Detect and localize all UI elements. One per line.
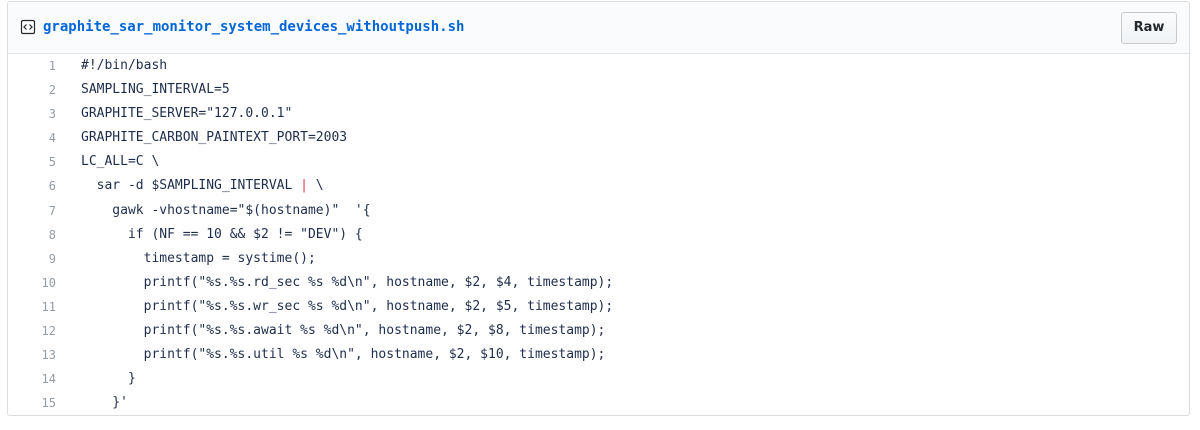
code-line: 2 SAMPLING_INTERVAL=5 [8,78,1189,102]
code-line: 12 printf("%s.%s.await %s %d\n", hostnam… [8,319,1189,343]
code-file-icon [20,19,36,35]
line-code: printf("%s.%s.util %s %d\n", hostname, $… [81,343,606,367]
line-code: GRAPHITE_SERVER="127.0.0.1" [81,102,292,126]
line-code: gawk -vhostname="$(hostname)" '{ [81,199,371,223]
code-line: 7 gawk -vhostname="$(hostname)" '{ [8,199,1189,223]
code-text: GRAPHITE_CARBON_PAINTEXT_PORT=2003 [81,130,348,146]
line-code: #!/bin/bash [81,54,167,78]
line-number: 14 [41,372,56,387]
line-number: 7 [48,203,56,218]
line-code: printf("%s.%s.wr_sec %s %d\n", hostname,… [81,295,614,319]
code-text: if (NF == 10 && $2 != "DEV") { [81,226,363,242]
line-number: 10 [41,275,56,290]
code-text: sar -d $SAMPLING_INTERVAL [81,178,301,194]
line-code: sar -d $SAMPLING_INTERVAL | \ [81,174,324,198]
code-text: printf("%s.%s.rd_sec %s %d\n", hostname,… [81,274,614,290]
line-number: 13 [41,348,56,363]
line-number: 3 [48,107,56,122]
pipe-operator: | [300,178,308,194]
line-number: 12 [41,324,56,339]
line-code: SAMPLING_INTERVAL=5 [81,78,230,102]
raw-button[interactable]: Raw [1121,12,1177,44]
code-line: 13 printf("%s.%s.util %s %d\n", hostname… [8,343,1189,367]
line-number: 8 [48,227,56,242]
code-text: LC_ALL=C \ [81,154,160,170]
line-code: timestamp = systime(); [81,247,316,271]
code-line: 11 printf("%s.%s.wr_sec %s %d\n", hostna… [8,295,1189,319]
code-line: 14 } [8,367,1189,391]
code-text: #!/bin/bash [81,58,168,73]
line-code: if (NF == 10 && $2 != "DEV") { [81,223,363,247]
code-text: GRAPHITE_SERVER="127.0.0.1" [81,106,293,122]
line-code: printf("%s.%s.await %s %d\n", hostname, … [81,319,606,343]
code-text: printf("%s.%s.util %s %d\n", hostname, $… [81,347,606,363]
code-line: 1 #!/bin/bash [8,54,1189,78]
line-code: LC_ALL=C \ [81,150,159,174]
code-line: 6 sar -d $SAMPLING_INTERVAL | \ [8,174,1189,198]
line-code: } [81,367,136,391]
code-text: printf("%s.%s.await %s %d\n", hostname, … [81,323,606,339]
code-line: 5 LC_ALL=C \ [8,150,1189,174]
code-text: printf("%s.%s.wr_sec %s %d\n", hostname,… [81,298,614,314]
gist-file-container: graphite_sar_monitor_system_devices_with… [7,1,1190,416]
code-line: 3 GRAPHITE_SERVER="127.0.0.1" [8,102,1189,126]
line-number: 1 [48,59,56,73]
line-code: printf("%s.%s.rd_sec %s %d\n", hostname,… [81,271,614,295]
code-line: 9 timestamp = systime(); [8,247,1189,271]
line-number: 4 [48,131,56,146]
line-code: }' [81,391,128,415]
code-text-after: \ [307,178,324,194]
code-line: 10 printf("%s.%s.rd_sec %s %d\n", hostna… [8,271,1189,295]
code-text: } [81,371,136,387]
code-text: SAMPLING_INTERVAL=5 [81,82,230,98]
code-text: timestamp = systime(); [81,250,316,266]
line-number: 11 [41,299,56,314]
line-number: 2 [48,83,56,98]
line-number: 6 [48,179,56,194]
file-header: graphite_sar_monitor_system_devices_with… [8,2,1189,54]
code-line: 4 GRAPHITE_CARBON_PAINTEXT_PORT=2003 [8,126,1189,150]
code-line: 8 if (NF == 10 && $2 != "DEV") { [8,223,1189,247]
line-number: 9 [48,251,56,266]
line-number: 5 [48,155,56,170]
line-code: GRAPHITE_CARBON_PAINTEXT_PORT=2003 [81,126,347,150]
code-text: gawk -vhostname="$(hostname)" '{ [81,202,371,218]
code-text: }' [81,395,128,411]
line-number: 15 [41,396,56,411]
file-name-link[interactable]: graphite_sar_monitor_system_devices_with… [43,19,465,35]
code-line: 15 }' [8,391,1189,415]
